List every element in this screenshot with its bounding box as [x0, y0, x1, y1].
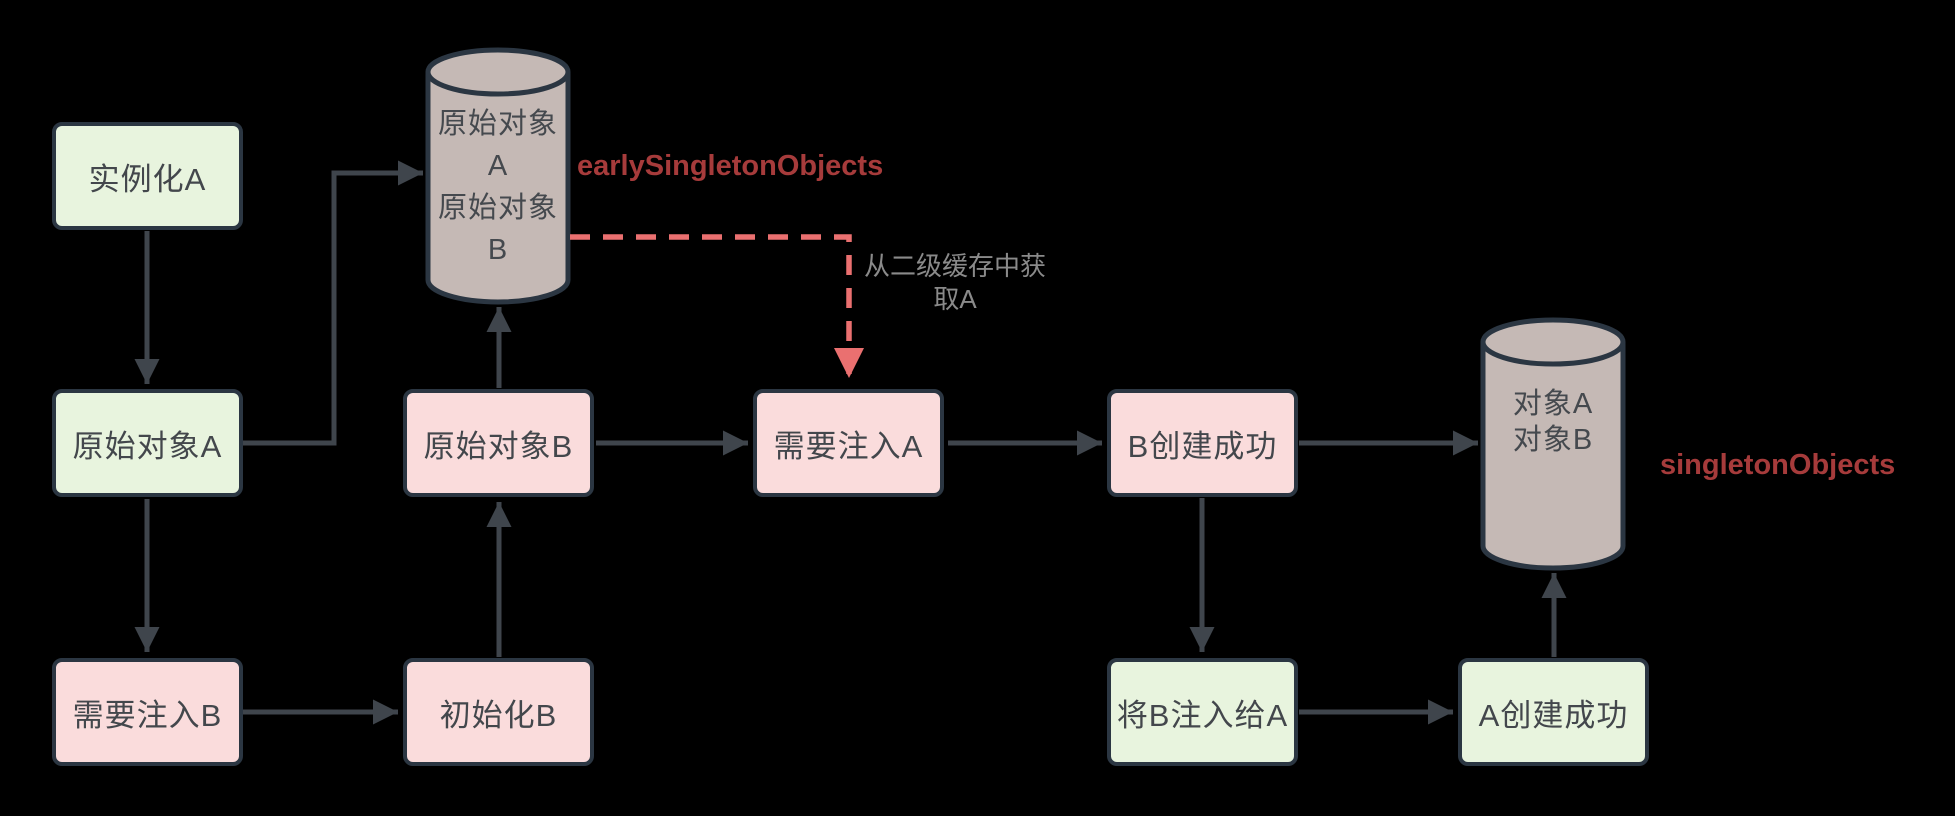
early-singleton-objects-label: earlySingletonObjects — [577, 150, 884, 182]
cache-item: 对象B — [1512, 424, 1594, 456]
dashed-arrow-early-cache-to-need-inject-a — [570, 234, 864, 378]
cylinder-singleton-objects — [1480, 317, 1626, 571]
arrow-raw-object-a-to-early-cache — [243, 160, 423, 446]
node-inject-b-into-a: 将B注入给A — [1107, 658, 1298, 766]
node-instantiate-a: 实例化A — [52, 122, 243, 230]
node-raw-object-b: 原始对象B — [403, 389, 594, 497]
node-init-b: 初始化B — [403, 658, 594, 766]
early-singleton-cache-contents: 原始对象A 原始对象B — [428, 103, 568, 271]
cache-item: 原始对象A — [437, 108, 558, 182]
cache-item: 对象A — [1512, 388, 1594, 420]
node-need-inject-b: 需要注入B — [52, 658, 243, 766]
node-need-inject-a: 需要注入A — [753, 389, 944, 497]
cache-item: 原始对象B — [437, 192, 558, 266]
node-b-created: B创建成功 — [1107, 389, 1298, 497]
cylinder-early-singleton-objects — [425, 47, 571, 305]
node-a-created: A创建成功 — [1458, 658, 1649, 766]
singleton-cache-contents: 对象A 对象B — [1483, 386, 1623, 458]
singleton-objects-label: singletonObjects — [1660, 449, 1896, 481]
annotation-line: 取A — [933, 284, 977, 314]
annotation-line: 从二级缓存中获 — [863, 251, 1046, 281]
node-raw-object-a: 原始对象A — [52, 389, 243, 497]
dashed-arrow-annotation: 从二级缓存中获 取A — [845, 250, 1065, 316]
